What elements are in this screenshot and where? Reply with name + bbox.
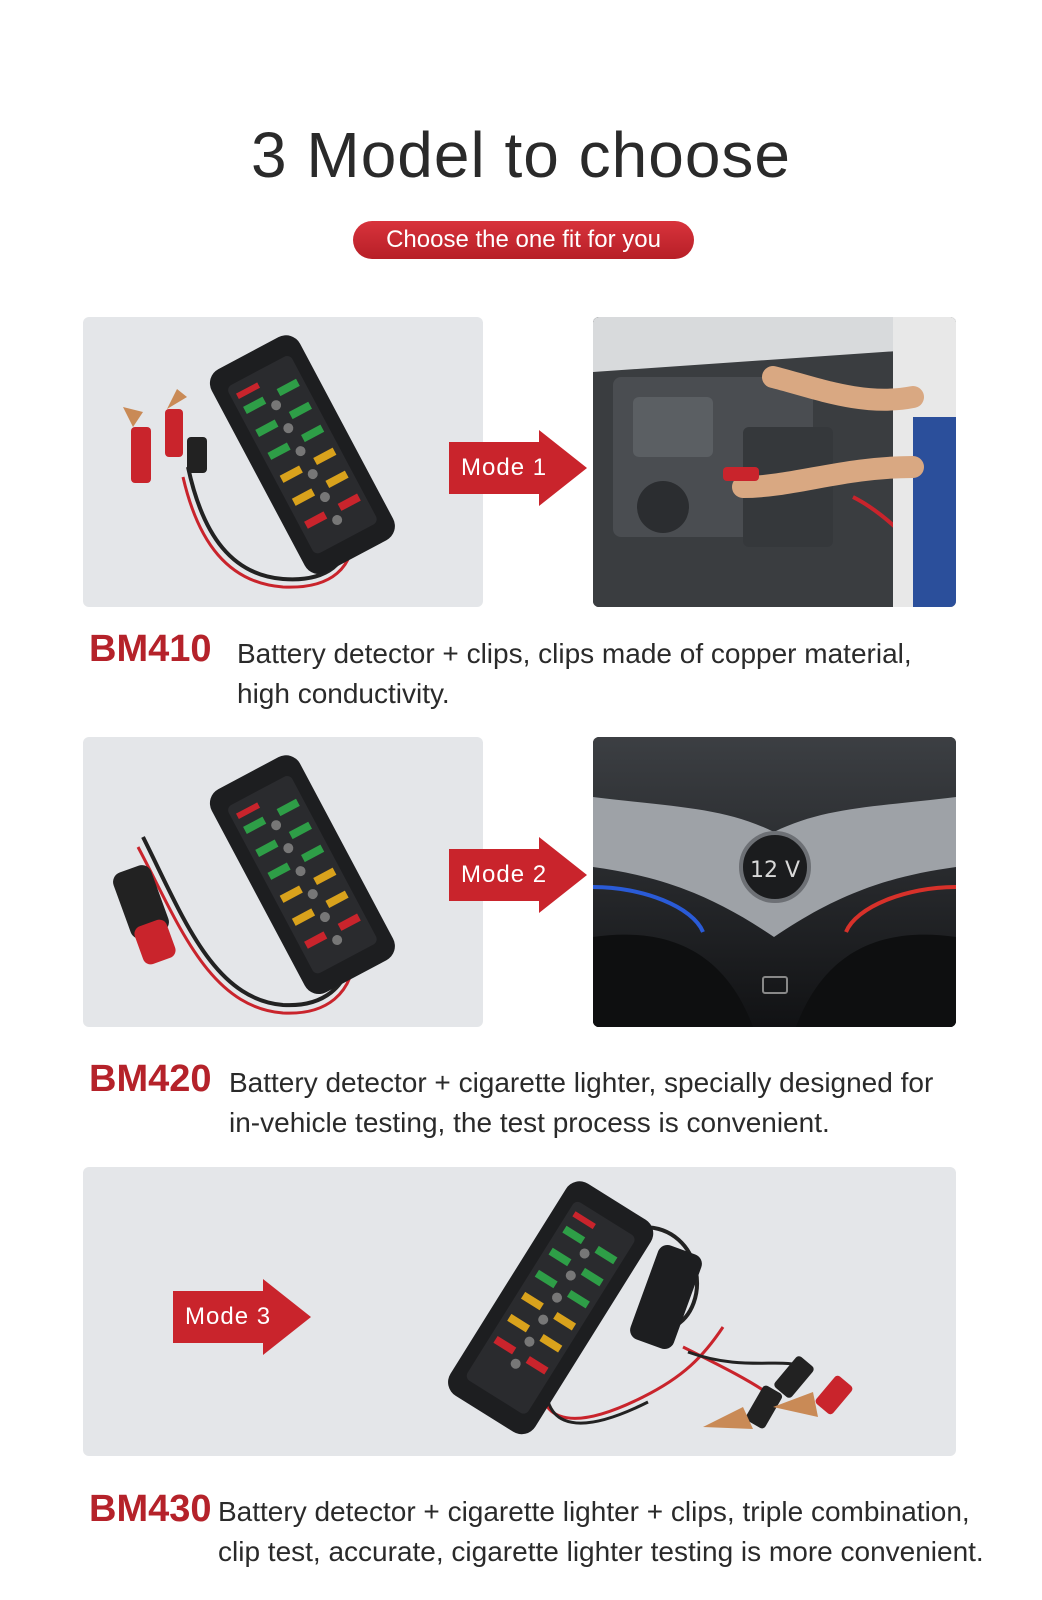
led-indicator: [288, 401, 313, 420]
led-lamp: [579, 1248, 590, 1259]
led-indicator: [288, 821, 313, 840]
model-name-bm430: BM430: [89, 1488, 212, 1530]
led-indicator: [580, 1267, 604, 1287]
desc-line: high conductivity.: [237, 678, 450, 709]
led-indicator: [337, 913, 361, 931]
led-indicator: [594, 1245, 618, 1265]
alligator-clip-icon: [703, 1356, 853, 1429]
engine-bay-photo: [593, 317, 956, 607]
led-indicator: [325, 470, 349, 488]
product-image-bm420: [83, 737, 483, 1027]
cigarette-socket-icon: [630, 1244, 702, 1350]
model-name-bm420: BM420: [89, 1058, 212, 1100]
model-desc-bm430: Battery detector + cigarette lighter + c…: [218, 1492, 984, 1572]
led-lamp: [538, 1314, 549, 1325]
led-lamp: [332, 514, 343, 525]
model-desc-bm420: Battery detector + cigarette lighter, sp…: [229, 1063, 933, 1143]
desc-line: Battery detector + clips, clips made of …: [237, 638, 912, 669]
subtitle-badge: Choose the one fit for you: [353, 221, 694, 259]
led-indicator: [276, 378, 300, 397]
led-lamp: [283, 423, 294, 434]
cigarette-plug-icon: [113, 865, 176, 965]
led-indicator: [548, 1247, 572, 1267]
mode-1-label: Mode 1: [461, 454, 548, 481]
led-indicator: [507, 1313, 531, 1333]
led-indicator: [291, 908, 316, 926]
led-lamp: [552, 1292, 563, 1303]
mode-1-arrow: Mode 1: [449, 430, 589, 511]
led-indicator: [534, 1269, 558, 1289]
socket-label: 12 V: [750, 858, 800, 883]
led-indicator: [304, 931, 328, 949]
led-indicator: [553, 1311, 577, 1331]
led-indicator: [276, 798, 300, 817]
led-indicator: [267, 442, 291, 460]
led-indicator: [255, 419, 279, 437]
led-indicator: [337, 493, 361, 511]
led-indicator: [243, 816, 267, 834]
mode-3-label: Mode 3: [185, 1303, 272, 1330]
desc-line: Battery detector + cigarette lighter + c…: [218, 1496, 970, 1527]
led-lamp: [271, 820, 282, 831]
led-indicator: [279, 885, 303, 903]
led-indicator: [267, 862, 291, 880]
page-title: 3 Model to choose: [251, 119, 791, 191]
mode-3-arrow: Mode 3: [173, 1279, 313, 1360]
led-indicator: [255, 839, 279, 857]
led-lamp: [565, 1270, 576, 1281]
led-lamp: [307, 469, 318, 480]
led-lamp: [524, 1336, 535, 1347]
model-name-bm410: BM410: [89, 628, 212, 670]
product-image-bm410: [83, 317, 483, 607]
car-dashboard-photo: 12 V: [593, 737, 956, 1027]
desc-line: Battery detector + cigarette lighter, sp…: [229, 1067, 934, 1098]
led-indicator: [304, 511, 328, 529]
led-indicator: [279, 465, 303, 483]
led-indicator: [493, 1335, 517, 1355]
led-indicator: [325, 890, 349, 908]
led-indicator: [301, 844, 325, 863]
desc-line: in-vehicle testing, the test process is …: [229, 1107, 830, 1138]
led-lamp: [319, 912, 330, 923]
led-indicator: [525, 1356, 549, 1375]
led-indicator: [301, 424, 325, 443]
led-lamp: [307, 889, 318, 900]
led-lamp: [319, 492, 330, 503]
led-indicator: [562, 1225, 586, 1245]
desc-line: clip test, accurate, cigarette lighter t…: [218, 1536, 984, 1567]
alligator-clip-icon: [123, 389, 207, 483]
led-indicator: [566, 1289, 590, 1309]
led-indicator: [313, 447, 337, 466]
model-desc-bm410: Battery detector + clips, clips made of …: [237, 634, 912, 714]
led-indicator: [291, 488, 316, 506]
led-lamp: [295, 866, 306, 877]
led-lamp: [332, 934, 343, 945]
mode-2-arrow: Mode 2: [449, 837, 589, 918]
led-indicator: [313, 867, 337, 886]
led-lamp: [283, 843, 294, 854]
led-lamp: [510, 1358, 521, 1369]
led-lamp: [271, 400, 282, 411]
product-image-bm430: [83, 1167, 956, 1456]
led-indicator: [243, 396, 267, 414]
led-indicator: [539, 1334, 563, 1353]
led-lamp: [295, 446, 306, 457]
led-indicator: [520, 1291, 544, 1311]
mode-2-label: Mode 2: [461, 861, 548, 888]
